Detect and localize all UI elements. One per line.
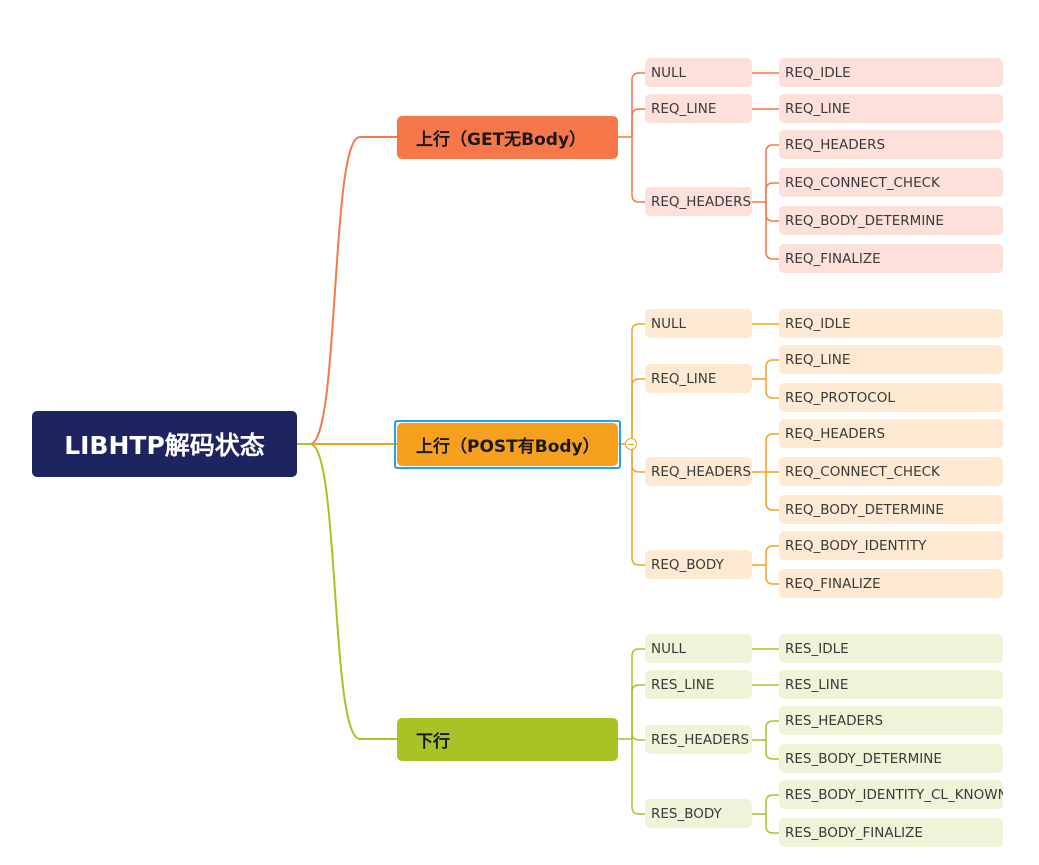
state-req-headers[interactable]: REQ_HEADERS <box>779 130 1003 159</box>
topic-connector <box>631 648 645 739</box>
state-req-body-identity[interactable]: REQ_BODY_IDENTITY <box>779 531 1003 560</box>
state-connector <box>765 472 779 511</box>
state-connector <box>765 794 779 814</box>
state-connector <box>765 740 779 760</box>
state-connector <box>765 182 779 202</box>
state-req-protocol[interactable]: REQ_PROTOCOL <box>779 383 1003 412</box>
topic-connector <box>631 732 645 741</box>
topic-connector <box>631 684 645 739</box>
branch-node-downstream[interactable]: 下行 <box>397 718 618 761</box>
state-res-headers[interactable]: RES_HEADERS <box>779 706 1003 735</box>
state-req-connect-check[interactable]: REQ_CONNECT_CHECK <box>779 168 1003 197</box>
topic-connector <box>631 108 645 137</box>
state-res-body-finalize[interactable]: RES_BODY_FINALIZE <box>779 818 1003 847</box>
topic-null[interactable]: NULL <box>645 634 752 663</box>
topic-req-line[interactable]: REQ_LINE <box>645 94 752 123</box>
topic-connector <box>631 444 645 566</box>
state-res-line[interactable]: RES_LINE <box>779 670 1003 699</box>
root-node[interactable]: LIBHTP解码状态 <box>32 411 297 477</box>
state-req-idle[interactable]: REQ_IDLE <box>779 58 1003 87</box>
state-res-body-determine[interactable]: RES_BODY_DETERMINE <box>779 744 1003 773</box>
state-res-idle[interactable]: RES_IDLE <box>779 634 1003 663</box>
topic-req-headers[interactable]: REQ_HEADERS <box>645 457 752 486</box>
state-req-body-determine[interactable]: REQ_BODY_DETERMINE <box>779 495 1003 524</box>
topic-res-body[interactable]: RES_BODY <box>645 799 752 828</box>
topic-req-headers[interactable]: REQ_HEADERS <box>645 187 752 216</box>
state-connector <box>765 814 779 834</box>
topic-req-body[interactable]: REQ_BODY <box>645 550 752 579</box>
state-connector <box>765 545 779 565</box>
topic-res-headers[interactable]: RES_HEADERS <box>645 725 752 754</box>
topic-null[interactable]: NULL <box>645 309 752 338</box>
topic-connector <box>631 378 645 444</box>
state-connector <box>765 202 779 260</box>
state-connector <box>765 144 779 202</box>
state-connector <box>765 433 779 472</box>
topic-res-line[interactable]: RES_LINE <box>645 670 752 699</box>
state-connector <box>765 720 779 740</box>
topic-connector <box>631 323 645 444</box>
state-connector <box>765 565 779 585</box>
topic-req-line[interactable]: REQ_LINE <box>645 364 752 393</box>
state-req-headers[interactable]: REQ_HEADERS <box>779 419 1003 448</box>
branch-node-post-with-body[interactable]: 上行（POST有Body） <box>397 423 618 466</box>
state-req-connect-check[interactable]: REQ_CONNECT_CHECK <box>779 457 1003 486</box>
topic-connector <box>631 72 645 137</box>
collapse-toggle-icon[interactable] <box>625 438 637 450</box>
state-req-finalize[interactable]: REQ_FINALIZE <box>779 569 1003 598</box>
state-req-line[interactable]: REQ_LINE <box>779 345 1003 374</box>
branch-connector <box>297 136 397 445</box>
state-connector <box>765 202 779 222</box>
state-req-finalize[interactable]: REQ_FINALIZE <box>779 244 1003 273</box>
topic-connector <box>631 137 645 203</box>
topic-null[interactable]: NULL <box>645 58 752 87</box>
topic-connector <box>631 739 645 815</box>
branch-connector <box>297 443 397 740</box>
selection-outline <box>394 420 621 469</box>
state-connector <box>765 359 779 379</box>
state-req-idle[interactable]: REQ_IDLE <box>779 309 1003 338</box>
state-res-body-identity-cl-known[interactable]: RES_BODY_IDENTITY_CL_KNOWN <box>779 780 1003 809</box>
state-req-line[interactable]: REQ_LINE <box>779 94 1003 123</box>
state-connector <box>765 379 779 399</box>
branch-node-get-no-body[interactable]: 上行（GET无Body） <box>397 116 618 159</box>
state-req-body-determine[interactable]: REQ_BODY_DETERMINE <box>779 206 1003 235</box>
